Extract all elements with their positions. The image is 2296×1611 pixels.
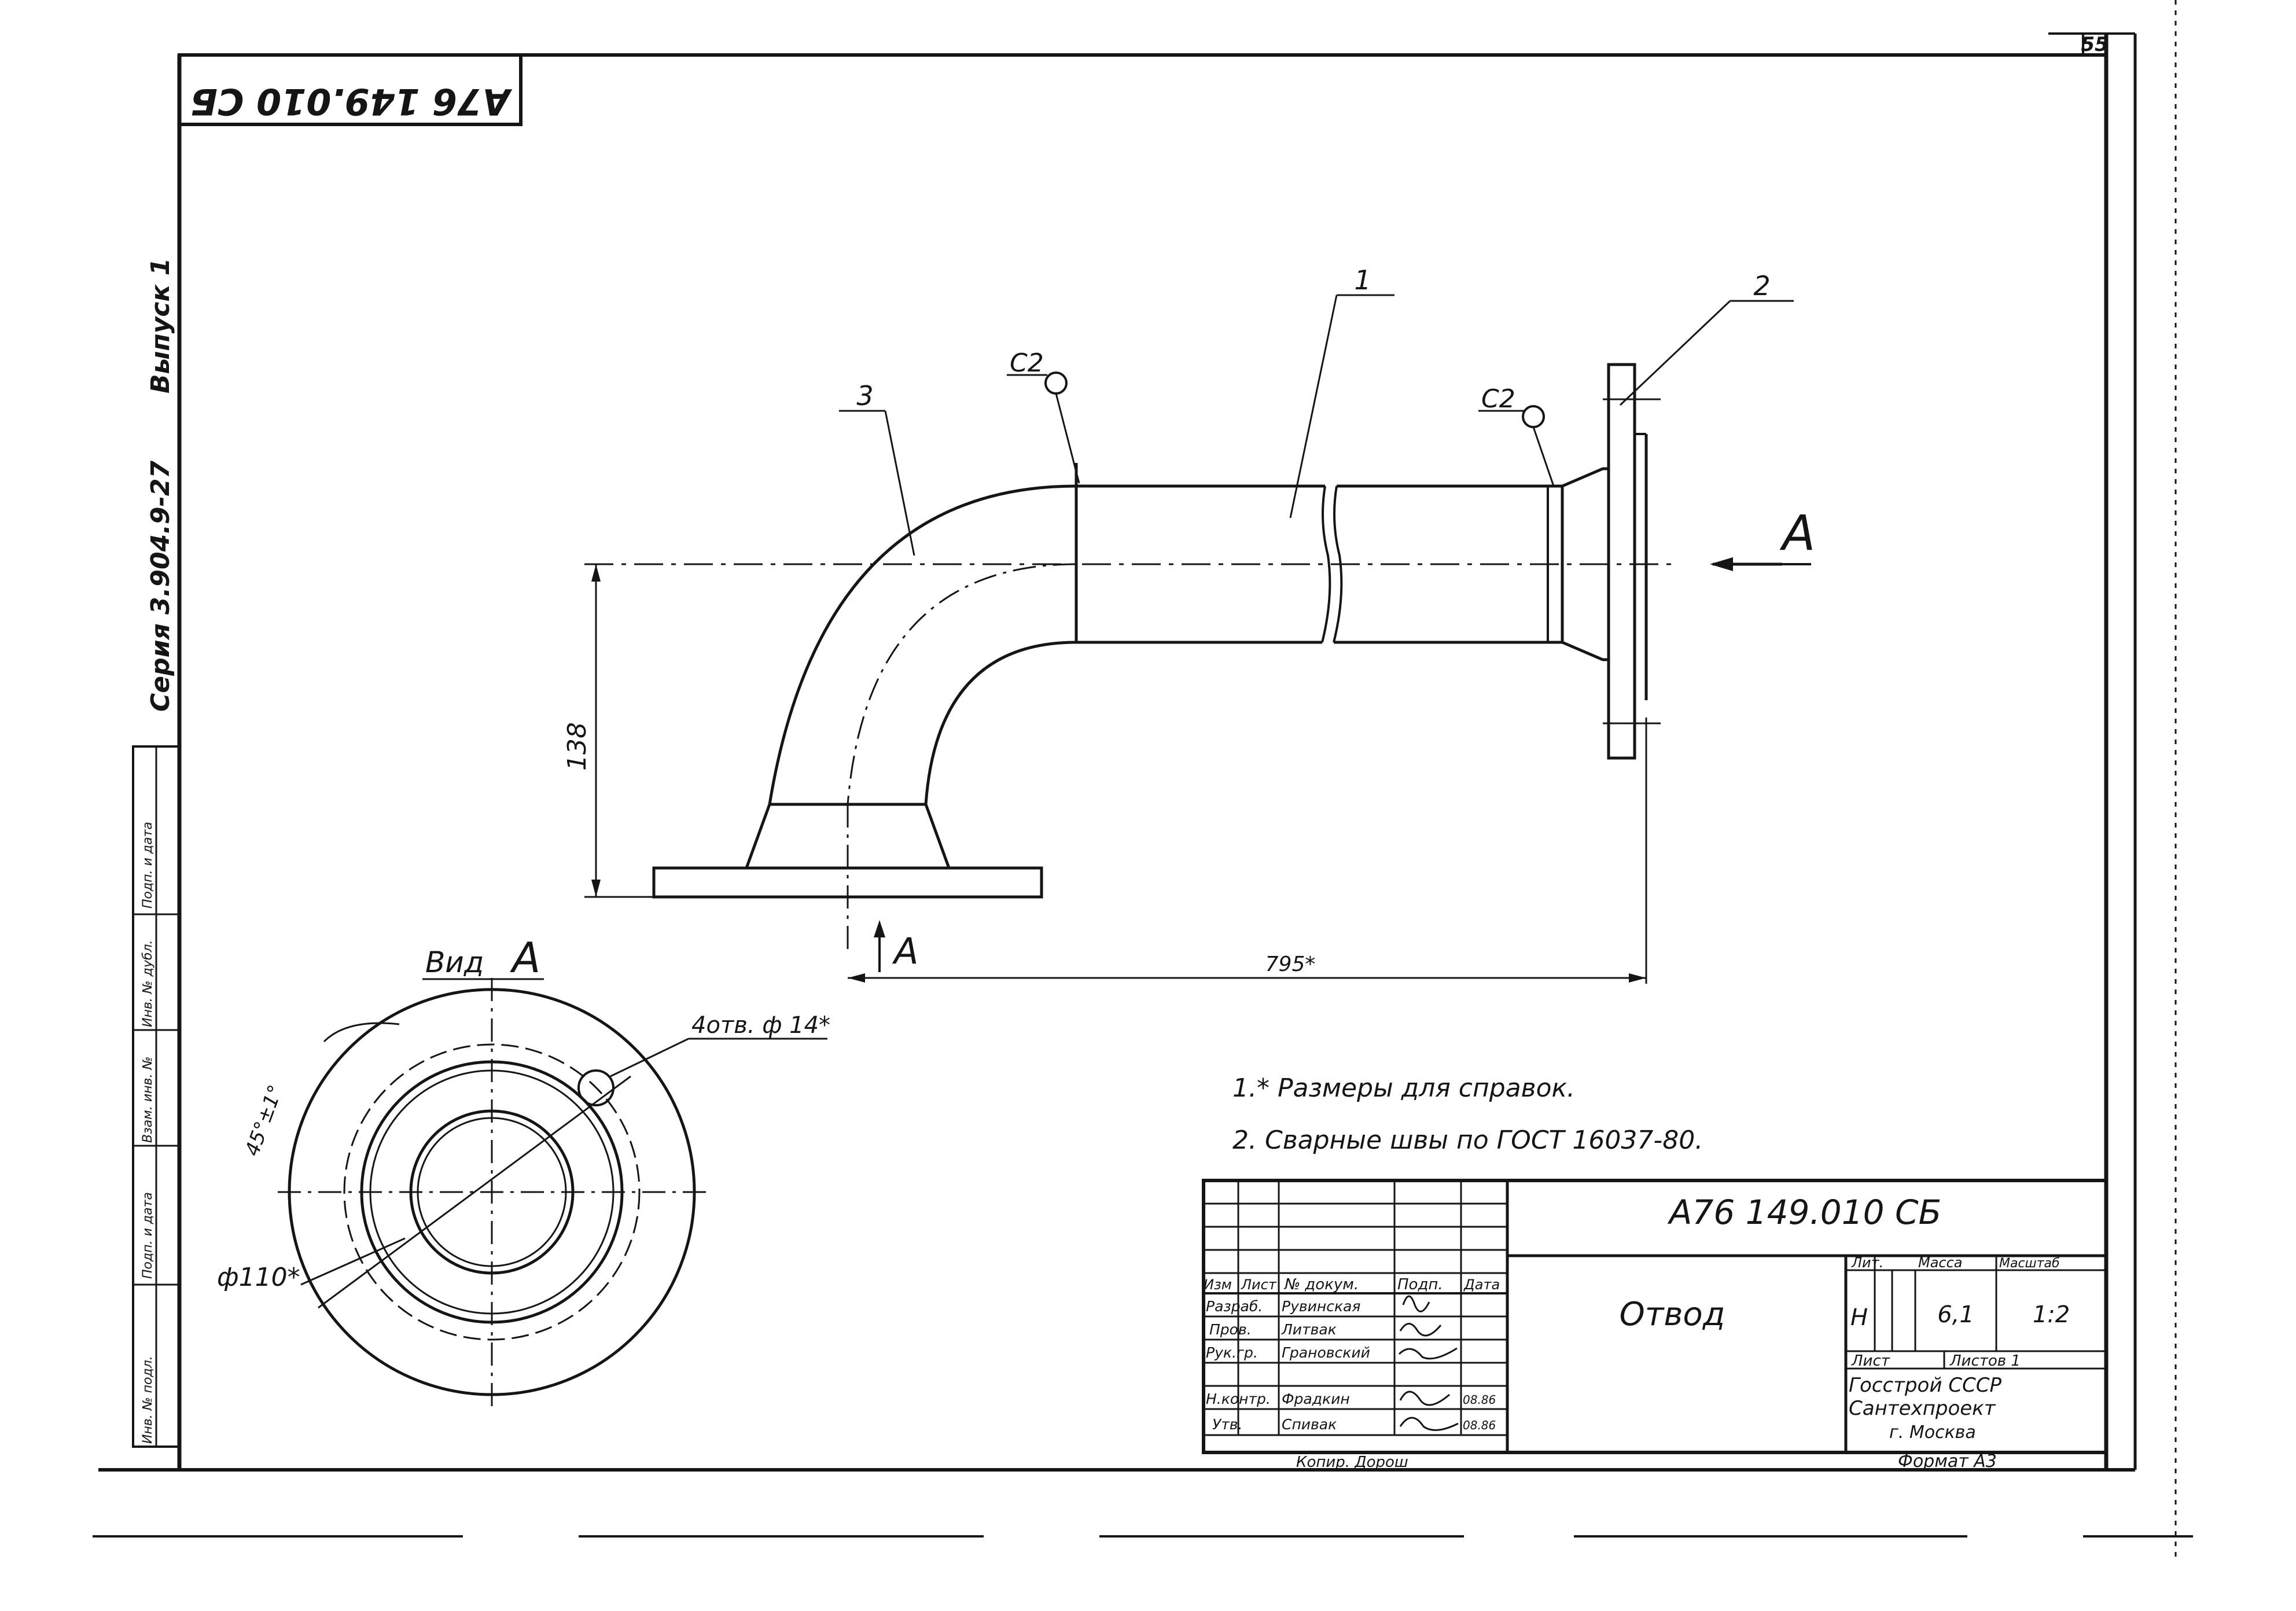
dim-795: 795* <box>1265 952 1316 976</box>
hdr-list: Лист <box>1241 1277 1277 1293</box>
stamp-code: А76 149.010 СБ <box>190 80 513 123</box>
row-date-5: 08.86 <box>1463 1393 1496 1407</box>
leader-pos-2: 2 <box>1619 270 1794 406</box>
elbow-assembly <box>584 363 1678 949</box>
title-block: Изм Лист № докум. Подп. Дата Разраб. Рув… <box>1202 1179 2108 1472</box>
note-1: 1.* Размеры для справок. <box>1232 1073 1575 1103</box>
side-issue: Выпуск 1 <box>146 258 175 393</box>
row-role-2: Пров. <box>1209 1321 1252 1338</box>
stamp-box: А76 149.010 СБ <box>178 53 523 126</box>
view-a-letter: А <box>510 933 540 982</box>
leader-pos-3: 3 <box>839 380 915 556</box>
weld-mark-2: С2 <box>1478 384 1555 487</box>
row-name-6: Спивак <box>1282 1416 1337 1433</box>
tb-lit-value: Н <box>1850 1304 1868 1331</box>
tb-format: Формат А3 <box>1898 1451 1997 1472</box>
section-a-letter: А <box>892 930 918 972</box>
sheet-number: 55 <box>2081 33 2108 56</box>
hdr-sign: Подп. <box>1397 1276 1443 1293</box>
tb-org-3: г. Москва <box>1889 1422 1976 1443</box>
tb-sheets-label: Листов 1 <box>1949 1352 2021 1370</box>
side-series: Серия 3.904.9-27 <box>146 461 175 712</box>
view-a-angle: 45°±1° <box>241 1082 288 1159</box>
tb-mass-value: 6,1 <box>1937 1301 1974 1328</box>
sheet-frame <box>93 0 2193 1562</box>
pos-3: 3 <box>856 380 873 411</box>
leader-pos-1: 1 <box>1289 264 1394 518</box>
row-name-2: Литвак <box>1281 1321 1337 1338</box>
side-col-5: Подп. и дата <box>141 822 155 909</box>
tb-lit-label: Лит. <box>1851 1255 1883 1271</box>
side-stamp: Инв. № подл. Подп. и дата Взам. инв. № И… <box>132 745 181 1448</box>
side-col-2: Подп. и дата <box>141 1192 155 1279</box>
weld-mark-1: С2 <box>1007 348 1080 484</box>
tb-org-1: Госстрой СССР <box>1849 1374 2001 1397</box>
weld-label-1: С2 <box>1010 348 1044 378</box>
arrow-a-letter: А <box>1779 505 1815 561</box>
row-role-5: Н.контр. <box>1206 1391 1271 1407</box>
tb-mass-label: Масса <box>1918 1255 1963 1271</box>
pos-1: 1 <box>1354 264 1371 296</box>
dimension-138: 138 <box>562 564 654 898</box>
hdr-doc: № докум. <box>1283 1276 1359 1293</box>
side-col-1: Инв. № подл. <box>141 1356 155 1444</box>
pos-2: 2 <box>1753 270 1770 301</box>
tb-sheet-label: Лист <box>1851 1352 1890 1370</box>
hdr-izm: Изм <box>1204 1277 1232 1293</box>
weld-label-2: С2 <box>1481 384 1515 414</box>
tb-org-2: Сантехпроект <box>1849 1397 1996 1420</box>
tb-name: Отвод <box>1620 1296 1725 1333</box>
tb-designation: А76 149.010 СБ <box>1667 1193 1942 1232</box>
dim-138: 138 <box>562 722 592 771</box>
view-a-diameter: ф110* <box>217 1263 300 1292</box>
row-name-1: Рувинская <box>1282 1298 1360 1315</box>
note-2: 2. Сварные швы по ГОСТ 16037-80. <box>1232 1126 1703 1155</box>
side-col-4: Инв. № дубл. <box>141 940 155 1027</box>
tb-scale-label: Масштаб <box>1999 1256 2060 1271</box>
row-date-6: 08.86 <box>1463 1418 1496 1432</box>
side-col-3: Взам. инв. № <box>141 1057 155 1143</box>
row-role-1: Разраб. <box>1206 1298 1263 1315</box>
view-a-prefix: Вид <box>425 946 484 979</box>
view-arrow-a: А <box>1710 505 1815 571</box>
row-role-6: Утв. <box>1212 1416 1242 1433</box>
hdr-date: Дата <box>1463 1277 1500 1293</box>
view-a: Вид А ф110* 4отв. ф 14* 45°±1° <box>217 933 830 1406</box>
view-a-holes: 4отв. ф 14* <box>691 1012 830 1039</box>
section-marker-a: А <box>874 920 918 972</box>
tb-copied: Копир. Дорош <box>1296 1454 1408 1471</box>
row-name-5: Фрадкин <box>1282 1391 1350 1407</box>
dimension-795: 795* <box>848 718 1647 984</box>
tb-scale-value: 1:2 <box>2033 1301 2070 1328</box>
row-name-3: Грановский <box>1282 1344 1370 1361</box>
row-role-3: Рук.гр. <box>1206 1344 1258 1361</box>
